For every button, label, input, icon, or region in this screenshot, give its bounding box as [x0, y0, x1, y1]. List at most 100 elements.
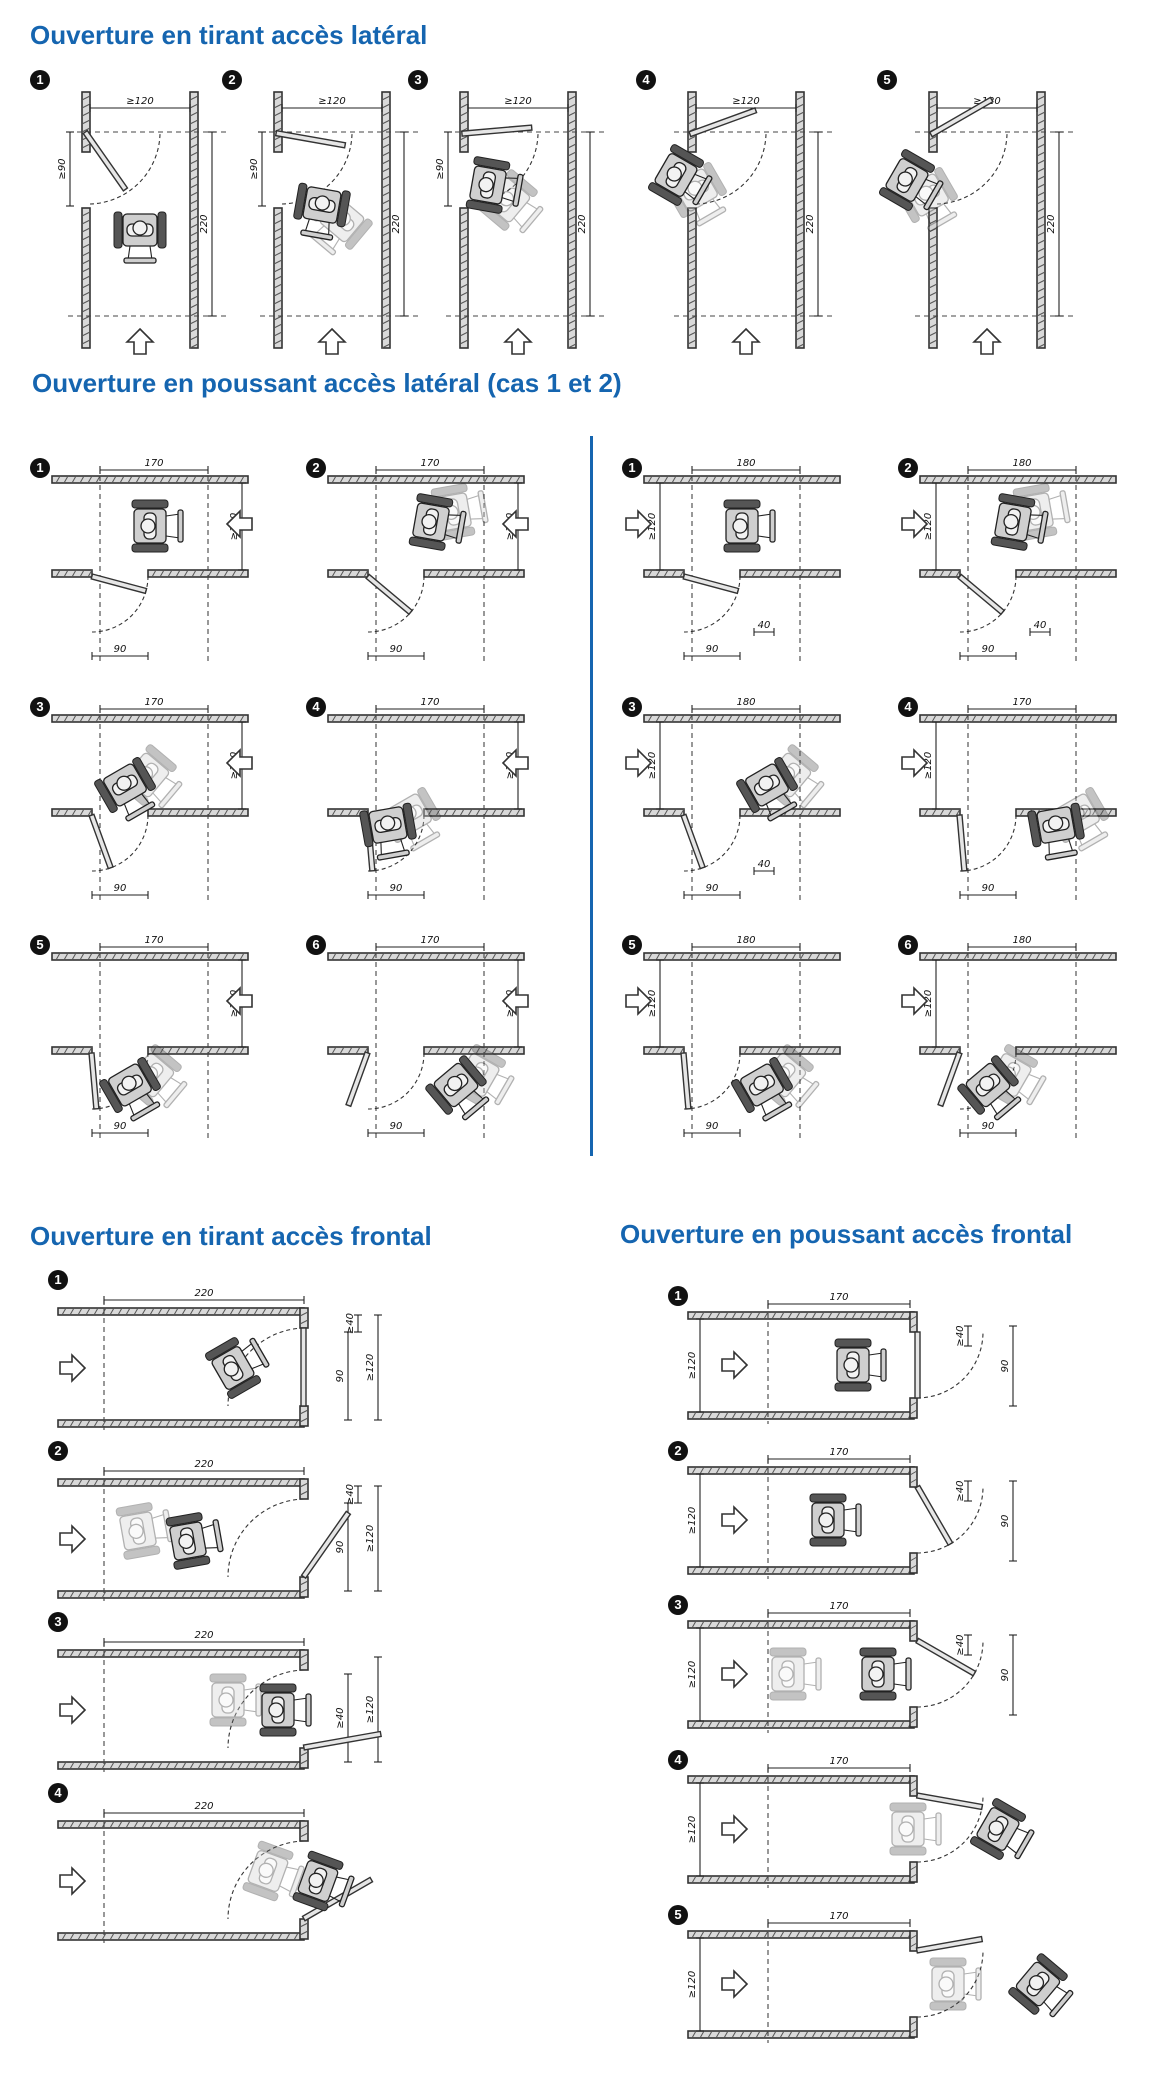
numbered-step-badge: 4: [636, 70, 656, 90]
dimension-line: [959, 891, 1017, 899]
door-leaf-icon: [915, 1935, 984, 1954]
dimension-line: [967, 943, 1077, 951]
wall-top: [687, 1466, 915, 1475]
dimension-line: [66, 131, 74, 207]
wall-bottom-right: [147, 569, 249, 578]
dimension-line: [444, 131, 452, 207]
dimension-line: [367, 891, 425, 899]
door-leaf-icon: [682, 573, 740, 595]
door-jamb-bottom: [299, 1747, 309, 1769]
wall-top: [687, 1311, 915, 1320]
numbered-step-badge: 2: [222, 70, 242, 90]
wall-bottom: [687, 1411, 915, 1420]
wheelchair-user-icon: [425, 1055, 490, 1121]
section-title-push-side: Ouverture en poussant accès latéral (cas…: [32, 368, 622, 398]
dimension-line: [964, 1634, 972, 1656]
dimension-line: [103, 1467, 305, 1475]
dimension-label: ≥120: [365, 1696, 376, 1723]
door-jamb-top: [909, 1930, 918, 1952]
dimension-line: [99, 466, 209, 474]
dimension-label: 170: [1012, 697, 1031, 708]
wall-bottom-right: [423, 569, 525, 578]
dimension-line: [103, 1296, 305, 1304]
wall-left-upper: [459, 91, 469, 153]
panel-push-side-step: 170≥120903: [30, 697, 260, 917]
direction-arrow-icon: [625, 748, 653, 778]
wall-bottom-right: [423, 808, 525, 817]
direction-arrow-icon: [972, 327, 1002, 355]
dimension-label: 90: [114, 1121, 127, 1132]
dimension-line: [696, 1782, 704, 1877]
dimension-label: 90: [982, 1121, 995, 1132]
wheelchair-user-icon: [879, 149, 944, 211]
direction-arrow-icon: [503, 327, 533, 355]
wall-top: [51, 952, 249, 961]
dimension-label: ≥120: [365, 1354, 376, 1381]
numbered-step-badge: 1: [622, 458, 642, 478]
wheelchair-user-icon: [648, 144, 713, 206]
dimension-label: 90: [114, 644, 127, 655]
dimension-label: ≥120: [687, 1661, 698, 1688]
wall-bottom-left: [51, 569, 93, 578]
dimension-line: [91, 652, 149, 660]
direction-arrow-icon: [721, 1505, 749, 1535]
wall-bottom-right: [423, 1046, 525, 1055]
dimension-line: [656, 721, 664, 810]
section-title-push-front: Ouverture en poussant accès frontal: [620, 1219, 1073, 1249]
direction-arrow-icon: [721, 1659, 749, 1689]
dimension-line: [932, 959, 940, 1048]
wall-bottom-right: [147, 1046, 249, 1055]
door-leaf-icon: [937, 1051, 963, 1108]
dimension-line: [208, 131, 216, 317]
wall-top: [643, 714, 841, 723]
dimension-label: 90: [390, 644, 403, 655]
dimension-line: [1055, 131, 1063, 317]
direction-arrow-icon: [901, 509, 929, 539]
door-jamb-bottom: [909, 1861, 918, 1883]
wall-right: [381, 91, 391, 349]
door-jamb-top: [299, 1478, 309, 1500]
direction-arrow-icon: [721, 1814, 749, 1844]
dimension-label: 220: [194, 1288, 213, 1299]
direction-arrow-icon: [901, 986, 929, 1016]
numbered-step-badge: 2: [668, 1441, 688, 1461]
dimension-label: ≥40: [345, 1484, 356, 1505]
door-leaf-icon: [88, 1052, 100, 1110]
wall-bottom-right: [739, 1046, 841, 1055]
wheelchair-user-icon: [736, 757, 798, 822]
direction-arrow-icon: [625, 509, 653, 539]
dimension-line: [281, 104, 383, 112]
wheelchair-user-icon: [859, 1647, 912, 1701]
dimension-line: [696, 1473, 704, 1568]
direction-arrow-icon: [59, 1695, 87, 1725]
dimension-label: 180: [736, 697, 755, 708]
wall-top: [57, 1820, 307, 1829]
door-leaf-icon: [302, 1730, 382, 1751]
panel-pull-side-step: ≥1202205: [877, 70, 1077, 360]
dimension-line: [691, 943, 801, 951]
wheelchair-user-icon: [465, 156, 524, 214]
numbered-step-badge: 3: [622, 697, 642, 717]
wall-bottom-right: [739, 569, 841, 578]
door-jamb-bottom: [909, 1552, 918, 1574]
dimension-label: ≥40: [955, 1480, 966, 1501]
dimension-label: 40: [758, 859, 771, 870]
dimension-label: 220: [577, 214, 588, 233]
dimension-label: 90: [390, 883, 403, 894]
door-jamb-bottom: [909, 1397, 918, 1419]
dimension-label: ≥120: [923, 752, 934, 779]
dimension-label: 90: [1000, 1515, 1011, 1528]
numbered-step-badge: 5: [622, 935, 642, 955]
dimension-label: ≥120: [504, 96, 531, 107]
dimension-label: 180: [1012, 458, 1031, 469]
wall-bottom-left: [919, 569, 961, 578]
dimension-label: 170: [420, 935, 439, 946]
dimension-label: 90: [706, 883, 719, 894]
wall-bottom: [57, 1590, 307, 1599]
